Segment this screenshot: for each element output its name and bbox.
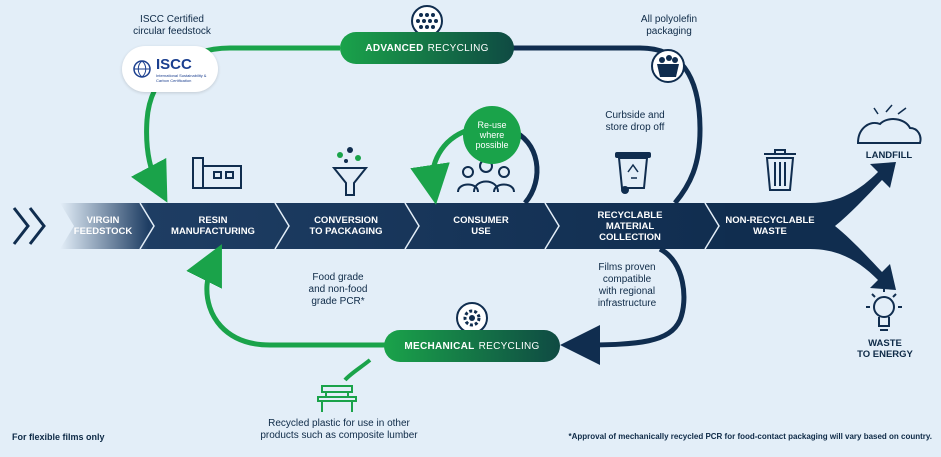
lumber-label: Recycled plastic for use in other produc… <box>260 418 418 441</box>
stage-virgin-feedstock: VIRGIN FEEDSTOCK <box>73 215 133 237</box>
molecule-icon <box>411 5 443 37</box>
lightbulb-icon <box>866 288 902 331</box>
landfill-label: LANDFILL <box>865 150 913 161</box>
bench-icon <box>317 385 357 412</box>
advanced-pill-rest: RECYCLING <box>427 42 489 54</box>
polyolefin-label: All polyolefin packaging <box>640 14 698 37</box>
footer-right: *Approval of mechanically recycled PCR f… <box>568 432 933 441</box>
landfill-icon <box>856 104 922 144</box>
process-band <box>60 203 740 249</box>
food-grade-label: Food grade and non-food grade PCR* <box>308 272 368 307</box>
trash-can-icon <box>764 149 796 191</box>
mechanical-pill-bold: MECHANICAL <box>404 340 475 352</box>
mechanical-recycling-pill: MECHANICAL RECYCLING <box>384 330 560 362</box>
films-label: Films proven compatible with regional in… <box>597 262 657 309</box>
factory-icon <box>192 157 242 189</box>
stage-consumer-use: CONSUMER USE <box>453 215 509 237</box>
waste-fork <box>725 162 896 290</box>
advanced-recycling-pill: ADVANCED RECYCLING <box>340 32 514 64</box>
iscc-logo: ISCC International Sustainability & Carb… <box>122 46 218 92</box>
intro-chevrons-icon <box>12 207 46 245</box>
mechanical-loop-left <box>186 244 385 348</box>
iscc-subtitle: International Sustainability & Carbon Ce… <box>156 72 207 83</box>
funnel-icon <box>331 147 369 196</box>
waste-to-energy-label: WASTE TO ENERGY <box>857 338 913 360</box>
iscc-name: ISCC <box>156 55 192 73</box>
reuse-badge: Re-use where possible <box>463 106 521 164</box>
mechanical-loop-right <box>560 246 687 365</box>
stage-non-recyclable-waste: NON-RECYCLABLE WASTE <box>725 215 815 237</box>
people-icon <box>457 159 515 193</box>
advanced-pill-bold: ADVANCED <box>365 42 424 54</box>
stage-recyclable-collection: RECYCLABLE MATERIAL COLLECTION <box>597 210 663 243</box>
footer-left: For flexible films only <box>12 432 105 442</box>
gear-icon <box>456 302 488 334</box>
stage-conversion: CONVERSION TO PACKAGING <box>309 215 383 237</box>
stage-separators <box>139 202 720 250</box>
lumber-branch <box>343 358 372 382</box>
basket-icon <box>651 49 685 83</box>
stage-resin-manufacturing: RESIN MANUFACTURING <box>171 215 255 237</box>
feedstock-label: ISCC Certified circular feedstock <box>133 14 211 37</box>
recycle-bin-icon <box>615 152 651 194</box>
mechanical-pill-rest: RECYCLING <box>478 340 540 352</box>
curbside-label: Curbside and store drop off <box>605 110 665 133</box>
reuse-loop-green <box>410 127 469 205</box>
globe-icon <box>133 60 151 78</box>
